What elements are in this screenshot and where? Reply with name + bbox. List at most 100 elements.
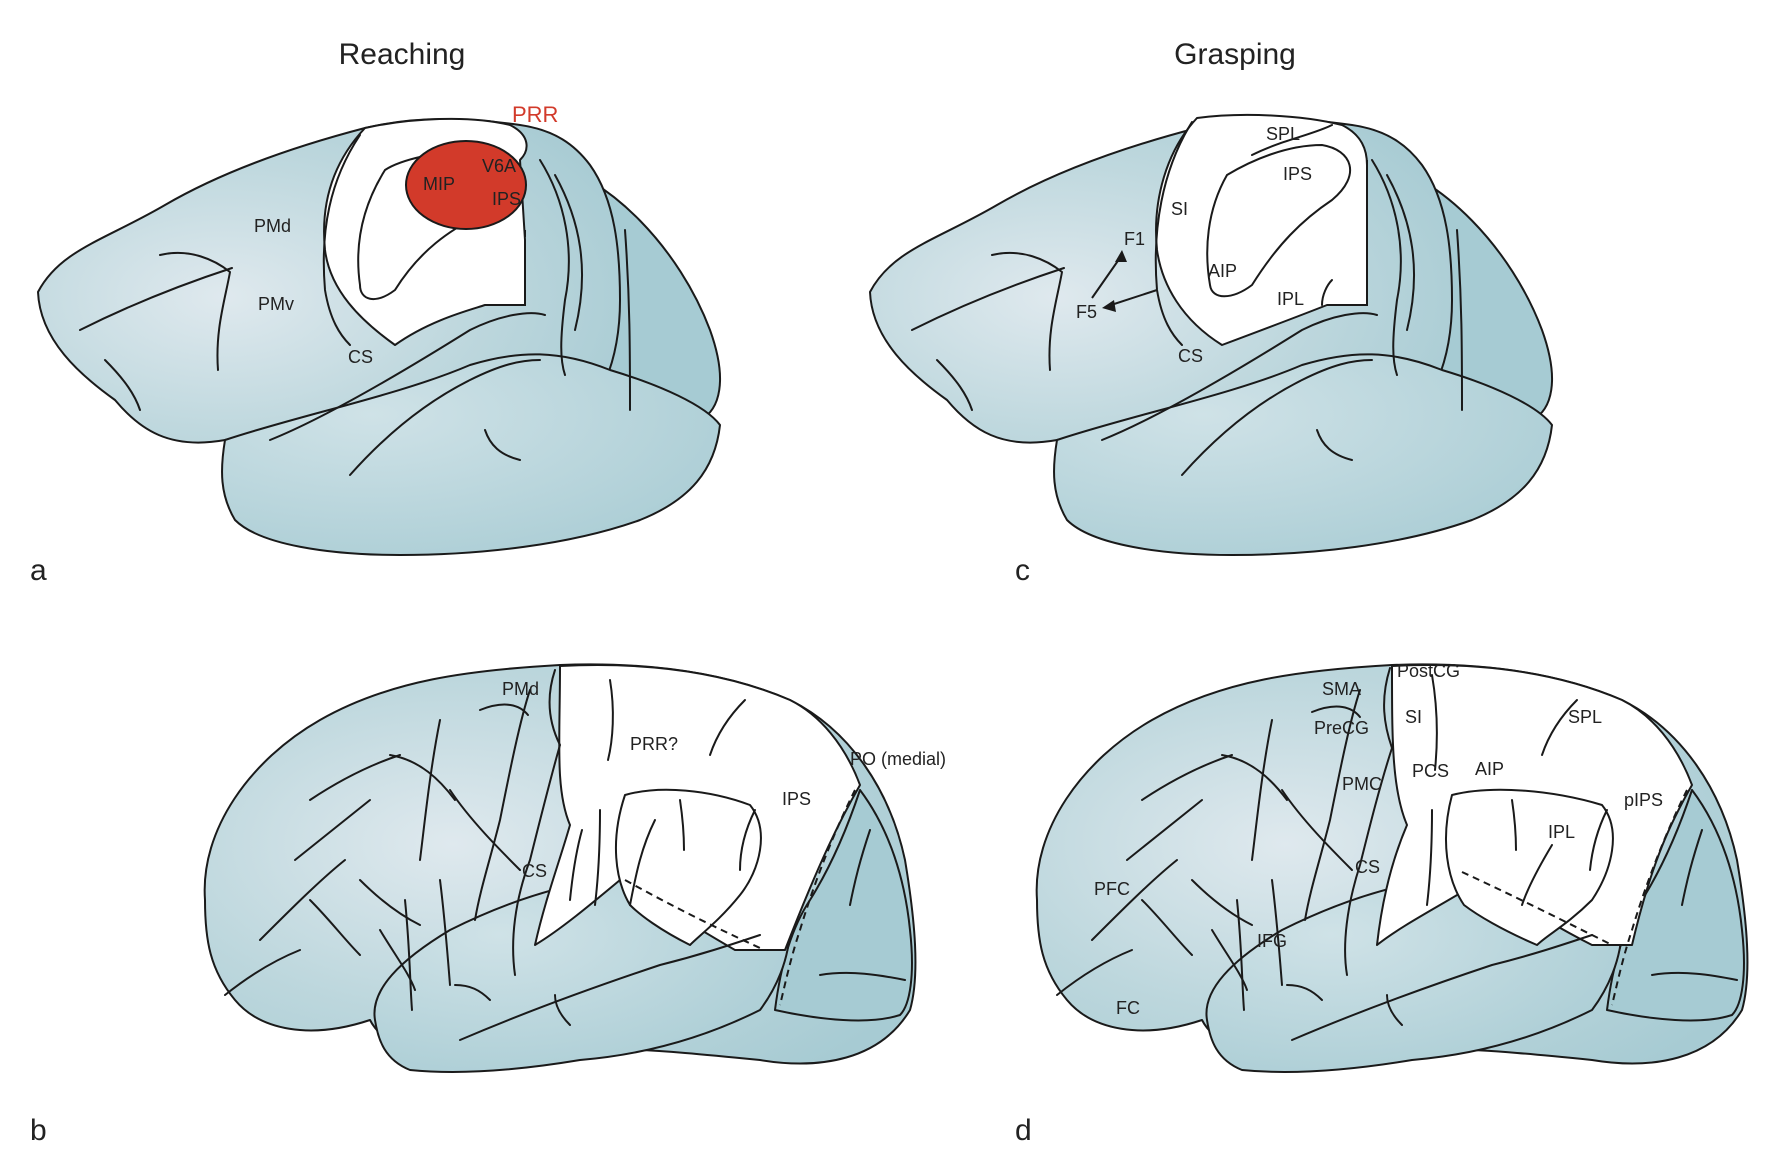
label-mip-a: MIP	[423, 174, 455, 194]
sulcus-arcuate	[159, 251, 231, 371]
sulcus-9	[309, 899, 361, 956]
sulcus-8	[1056, 949, 1133, 996]
label-ips-a: IPS	[492, 189, 521, 209]
temporal-sulcus-2	[1286, 984, 1323, 1001]
occipital-sulcus-1	[819, 971, 906, 981]
temporal-sulcus-1	[459, 934, 761, 1041]
occipital-sulcus-2	[1456, 229, 1463, 411]
sulcus-5	[1141, 754, 1233, 801]
temporal-lobe	[1053, 353, 1553, 556]
label-pcs-d: PCS	[1412, 761, 1449, 781]
label-prr-a: PRR	[512, 102, 558, 127]
label-precg-d: PreCG	[1314, 718, 1369, 738]
sulcus-1	[479, 703, 529, 716]
central-sulcus	[322, 134, 361, 346]
sulcus-13	[1271, 879, 1283, 986]
temporal-sulcus-2	[484, 429, 521, 461]
panel-a-monkey-brain	[37, 117, 721, 556]
panel-letter-b: b	[30, 1114, 47, 1147]
occipital-sulcus-2	[849, 829, 871, 906]
label-f1-c: F1	[1124, 229, 1145, 249]
label-ifg-d: IFG	[1257, 931, 1287, 951]
sma-sulcus	[1311, 705, 1361, 718]
panel-letter-c: c	[1015, 554, 1030, 587]
sulcus-p4	[739, 809, 756, 871]
panel-d-human-brain	[1035, 663, 1749, 1073]
sulcus-10	[1191, 879, 1253, 926]
ips-gyrus	[1445, 788, 1614, 946]
label-ipl-d: IPL	[1548, 822, 1575, 842]
dashed-boundary	[1327, 160, 1368, 306]
sulcus-4	[1221, 754, 1288, 801]
panel-c-monkey-brain	[869, 113, 1553, 556]
sulcus-p6	[594, 809, 601, 906]
label-sma-d: SMA	[1322, 679, 1361, 699]
occipital-sulcus-2	[624, 229, 631, 411]
label-pips-d: pIPS	[1624, 790, 1663, 810]
pips-sulcus	[1589, 809, 1608, 871]
sulcus-p6	[1426, 809, 1433, 906]
label-v6a-a: V6A	[482, 156, 516, 176]
precentral-sulcus	[474, 689, 531, 921]
sulcus-p3	[679, 799, 685, 851]
label-spl-c: SPL	[1266, 124, 1300, 144]
sulcus-arcuate	[991, 251, 1063, 371]
label-fc-d: FC	[1116, 998, 1140, 1018]
dashed-boundary-1	[1461, 871, 1613, 946]
label-spl-d: SPL	[1568, 707, 1602, 727]
temporal-sulcus-3	[1386, 994, 1403, 1026]
sulcus-8	[224, 949, 301, 996]
ipl-sulcus	[1521, 844, 1553, 906]
sulcus-7	[1091, 859, 1178, 941]
temporal-sulcus-2	[1316, 429, 1353, 461]
sulcus-9	[1141, 899, 1193, 956]
occipital-lobe	[1606, 789, 1745, 1022]
sulcus-13	[439, 879, 451, 986]
sulcus-11	[1211, 929, 1248, 991]
panel-b-human-brain	[203, 663, 917, 1073]
sulcus-principalis	[79, 267, 233, 331]
postcentral-sulcus	[1431, 674, 1438, 771]
label-postcg-d: PostCG	[1397, 661, 1460, 681]
sulcus-6	[1126, 799, 1203, 861]
ips-gyrus	[615, 788, 762, 946]
label-pmd-a: PMd	[254, 216, 291, 236]
arrow-f5-f1	[1091, 254, 1123, 299]
label-prr-b: PRR?	[630, 734, 678, 754]
sylvian-sulcus	[269, 312, 546, 441]
central-sulcus	[1154, 121, 1193, 346]
label-ips-c: IPS	[1283, 164, 1312, 184]
label-cs-c: CS	[1178, 346, 1203, 366]
sulcus-12	[1236, 899, 1245, 1011]
occipital-sulcus-1	[1651, 971, 1738, 981]
spl-sulcus	[1251, 124, 1333, 156]
arrowhead-f5	[1102, 300, 1116, 312]
sulcus-3	[449, 789, 521, 871]
lunate-sulcus	[1371, 159, 1402, 376]
label-pfc-d: PFC	[1094, 879, 1130, 899]
arrowhead-f1	[1115, 250, 1127, 262]
title-reaching: Reaching	[339, 38, 466, 71]
occipital-sulcus-1	[554, 174, 584, 331]
sulcus-p1	[607, 679, 614, 761]
sulcus-7	[259, 859, 346, 941]
label-pmc-d: PMC	[1342, 774, 1382, 794]
dashed-boundary-2	[1611, 789, 1688, 1006]
temporal-sulcus-1	[1291, 934, 1593, 1041]
occipital-lobe	[774, 789, 913, 1022]
sulcus-6	[294, 799, 371, 861]
sulcus-orbital	[104, 359, 141, 411]
sulcus-orbital	[936, 359, 973, 411]
sulcus-10	[359, 879, 421, 926]
central-sulcus	[512, 669, 561, 976]
ipl-sulcus	[1321, 279, 1333, 306]
inner-gyrus	[1206, 144, 1352, 298]
dashed-boundary	[485, 230, 526, 306]
sulcus-2	[1251, 719, 1273, 861]
label-ipl-c: IPL	[1277, 289, 1304, 309]
label-aip-c: AIP	[1208, 261, 1237, 281]
label-si-d: SI	[1405, 707, 1422, 727]
sulcus-principalis	[911, 267, 1065, 331]
sulcus-4	[389, 754, 456, 801]
